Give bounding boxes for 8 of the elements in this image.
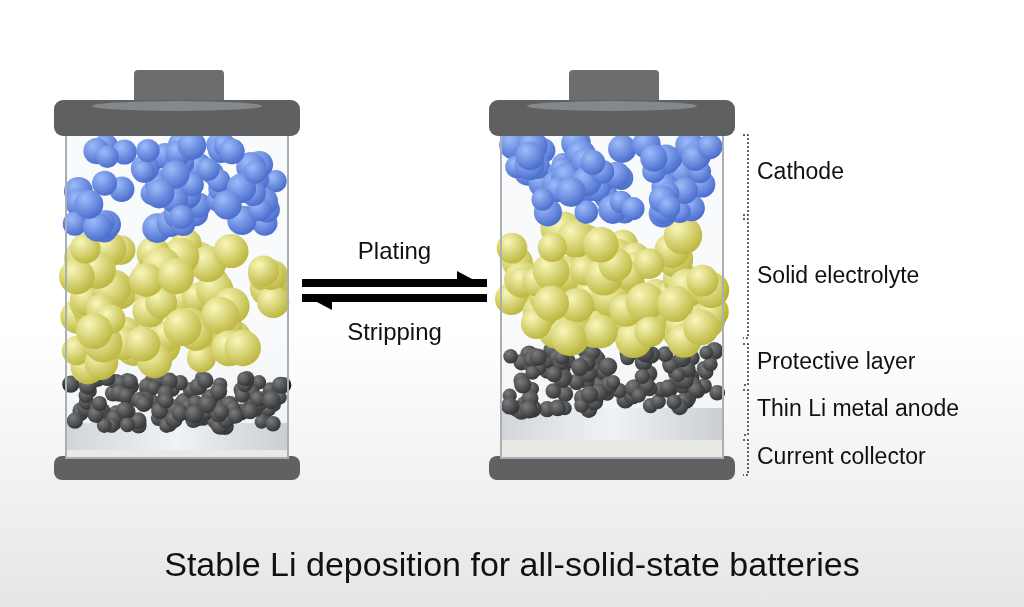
caption: Stable Li deposition for all-solid-state batteries [164, 545, 860, 584]
layer-label: Cathode [757, 158, 844, 185]
layer-label: Current collector [757, 443, 926, 470]
layer-label: Thin Li metal anode [757, 395, 959, 422]
edge-label: Plating [357, 237, 432, 265]
edge-label: Stripping [347, 318, 442, 346]
layer-label: Solid electrolyte [757, 262, 920, 289]
layer-label: Protective layer [757, 348, 916, 375]
